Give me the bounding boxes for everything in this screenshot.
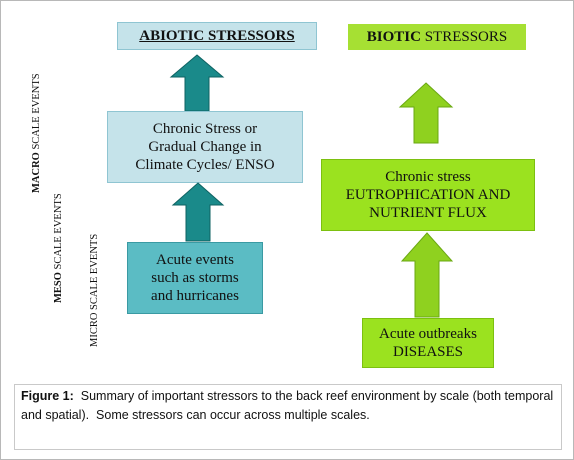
- biotic-lower-arrow: [400, 232, 454, 318]
- biotic-chronic-box: Chronic stress EUTROPHICATION AND NUTRIE…: [321, 159, 535, 231]
- biotic-acute-box: Acute outbreaks DISEASES: [362, 318, 494, 368]
- biotic-header: BIOTIC STRESSORS: [367, 28, 507, 46]
- biotic-header-bold: BIOTIC: [366, 28, 421, 45]
- green-arrow-shape: [400, 232, 454, 318]
- biotic-chronic-line-2: EUTROPHICATION AND: [345, 186, 511, 203]
- caption-figure-label: Figure 1:: [21, 389, 74, 403]
- green-arrow-shape: [398, 82, 454, 144]
- biotic-chronic-line-3: NUTRIENT FLUX: [369, 205, 487, 222]
- abiotic-chronic-box: Chronic Stress or Gradual Change in Clim…: [107, 111, 303, 183]
- abiotic-header-box: ABIOTIC STRESSORS: [117, 22, 317, 50]
- macro-scale-label: MACRO SCALE EVENTS: [31, 73, 42, 193]
- abiotic-chronic-line-3: Climate Cycles/ ENSO: [135, 157, 275, 174]
- abiotic-acute-line-3: and hurricanes: [151, 288, 239, 305]
- biotic-header-box: BIOTIC STRESSORS: [348, 24, 526, 50]
- figure-caption: Figure 1: Summary of important stressors…: [14, 384, 562, 450]
- biotic-chronic-line-1: Chronic stress: [385, 168, 471, 185]
- biotic-acute-line-2: DISEASES: [392, 344, 463, 360]
- caption-text: Summary of important stressors to the ba…: [21, 389, 557, 422]
- abiotic-acute-box: Acute events such as storms and hurrican…: [127, 242, 263, 314]
- meso-label-bold: MESO: [53, 272, 64, 303]
- biotic-acute-line-1: Acute outbreaks: [379, 325, 477, 342]
- micro-label: MICRO SCALE EVENTS: [89, 233, 100, 347]
- biotic-upper-arrow: [398, 82, 454, 144]
- meso-label-rest: SCALE EVENTS: [53, 193, 64, 273]
- abiotic-acute-line-2: such as storms: [151, 269, 239, 286]
- abiotic-lower-arrow: [171, 182, 225, 242]
- micro-scale-label: MICRO SCALE EVENTS: [89, 234, 100, 347]
- meso-scale-label: MESO SCALE EVENTS: [53, 193, 64, 303]
- abiotic-chronic-line-2: Gradual Change in: [148, 138, 262, 155]
- macro-label-bold: MACRO: [31, 152, 42, 193]
- abiotic-header: ABIOTIC STRESSORS: [139, 27, 295, 44]
- macro-label-rest: SCALE EVENTS: [31, 73, 42, 153]
- biotic-header-rest: STRESSORS: [420, 28, 508, 45]
- abiotic-upper-arrow: [169, 54, 225, 112]
- teal-arrow-shape: [171, 182, 225, 242]
- abiotic-chronic-line-1: Chronic Stress or: [152, 120, 258, 137]
- abiotic-acute-line-1: Acute events: [156, 251, 234, 268]
- teal-arrow-shape: [169, 54, 225, 112]
